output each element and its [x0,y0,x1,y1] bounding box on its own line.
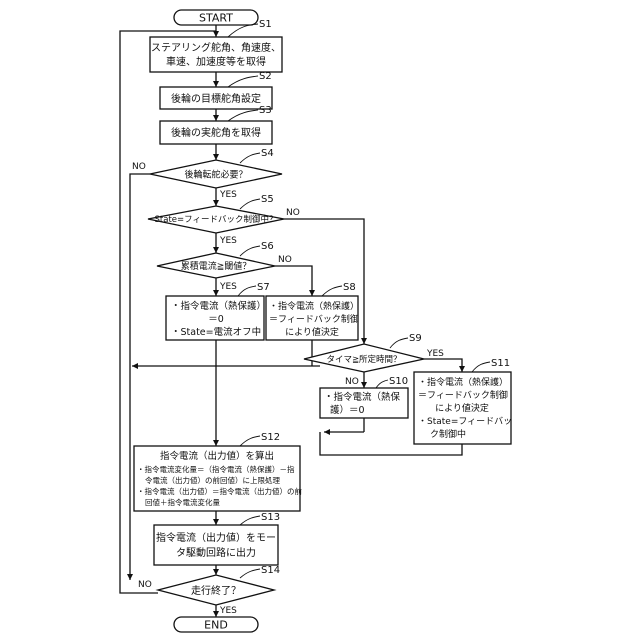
svg-text:START: START [199,12,233,25]
s14-yes-label: YES [219,606,237,616]
step-label-s8: S8 [343,282,356,293]
step-s7: ・指令電流（熱保護） ＝0 ・State=電流オフ中 S7 [166,282,270,340]
svg-text:指令電流（出力値）をモー: 指令電流（出力値）をモー [156,531,276,544]
start-terminal: START [174,10,258,25]
step-label-s10: S10 [389,376,408,387]
svg-text:回値＋指令電流変化量: 回値＋指令電流変化量 [145,497,220,507]
svg-text:・State=電流オフ中: ・State=電流オフ中 [171,326,261,338]
svg-text:車速、加速度等を取得: 車速、加速度等を取得 [166,55,266,68]
end-terminal: END [174,617,258,632]
step-label-s4: S4 [261,148,274,159]
step-label-s3: S3 [259,105,272,116]
step-label-s7: S7 [257,282,270,293]
svg-text:＝フィードバック制御: ＝フィードバック制御 [269,313,359,325]
s6-yes-label: YES [219,282,237,292]
decision-s14: 走行終了？ S14 NO YES [138,565,280,616]
svg-text:・指令電流（出力値）＝指令電流（出力値）の前: ・指令電流（出力値）＝指令電流（出力値）の前 [137,486,302,496]
svg-text:ク制御中: ク制御中 [430,428,466,440]
s14-no-label: NO [138,580,152,590]
step-label-s2: S2 [259,71,272,82]
s4-no-label: NO [132,162,146,172]
svg-text:＝0: ＝0 [208,314,224,325]
s4-yes-label: YES [219,190,237,200]
s9-no-label: NO [345,377,359,387]
decision-s4: 後輪転舵必要？ S4 NO YES [132,148,282,200]
svg-text:・指令電流（熱保護）: ・指令電流（熱保護） [418,376,508,388]
svg-text:護）＝0: 護）＝0 [330,404,365,416]
svg-text:ステアリング舵角、角速度、: ステアリング舵角、角速度、 [151,41,281,54]
svg-text:END: END [204,619,228,632]
svg-text:令電流（出力値）の前回値）に上限処理: 令電流（出力値）の前回値）に上限処理 [145,475,280,485]
step-label-s14: S14 [261,565,280,576]
step-label-s5: S5 [261,194,274,205]
s9-yes-label: YES [426,349,444,359]
svg-text:＝フィードバック制御: ＝フィードバック制御 [418,389,508,401]
svg-text:State=フィードバック制御中？: State=フィードバック制御中？ [155,214,278,225]
s5-yes-label: YES [219,236,237,246]
svg-text:・指令電流（熱保: ・指令電流（熱保 [324,391,401,403]
svg-text:・指令電流（熱保護）: ・指令電流（熱保護） [269,300,359,312]
decision-s5: State=フィードバック制御中？ S5 NO YES [148,194,300,246]
step-s11: ・指令電流（熱保護） ＝フィードバック制御 により値決定 ・State=フィード… [414,358,512,444]
svg-text:後輪の実舵角を取得: 後輪の実舵角を取得 [171,126,261,139]
svg-text:・State=フィードバッ: ・State=フィードバッ [418,416,512,427]
svg-text:タイマ≧所定時間？: タイマ≧所定時間？ [326,354,401,365]
step-label-s12: S12 [261,432,280,443]
step-label-s6: S6 [261,241,274,252]
svg-text:により値決定: により値決定 [285,326,339,338]
svg-text:タ駆動回路に出力: タ駆動回路に出力 [176,546,256,559]
svg-text:後輪転舵必要？: 後輪転舵必要？ [184,169,247,181]
step-label-s13: S13 [261,512,280,523]
step-s12: 指令電流（出力値）を算出 ・指令電流変化量＝（指令電流（熱保護）－指 令電流（出… [134,432,302,511]
step-label-s11: S11 [491,358,510,369]
step-s13: 指令電流（出力値）をモー タ駆動回路に出力 S13 [154,512,280,565]
decision-s6: 累積電流≧閾値？ S6 NO YES [157,241,292,292]
s6-no-label: NO [278,255,292,265]
svg-text:後輪の目標舵角設定: 後輪の目標舵角設定 [171,92,261,105]
step-label-s1: S1 [259,19,272,30]
svg-text:指令電流（出力値）を算出: 指令電流（出力値）を算出 [160,450,274,462]
svg-text:・指令電流変化量＝（指令電流（熱保護）－指: ・指令電流変化量＝（指令電流（熱保護）－指 [137,464,295,474]
svg-text:累積電流≧閾値？: 累積電流≧閾値？ [181,260,252,272]
step-label-s9: S9 [409,333,422,344]
svg-text:・指令電流（熱保護）: ・指令電流（熱保護） [171,300,266,312]
svg-text:走行終了？: 走行終了？ [191,584,241,597]
svg-text:により値決定: により値決定 [435,402,489,414]
s5-no-label: NO [286,208,300,218]
